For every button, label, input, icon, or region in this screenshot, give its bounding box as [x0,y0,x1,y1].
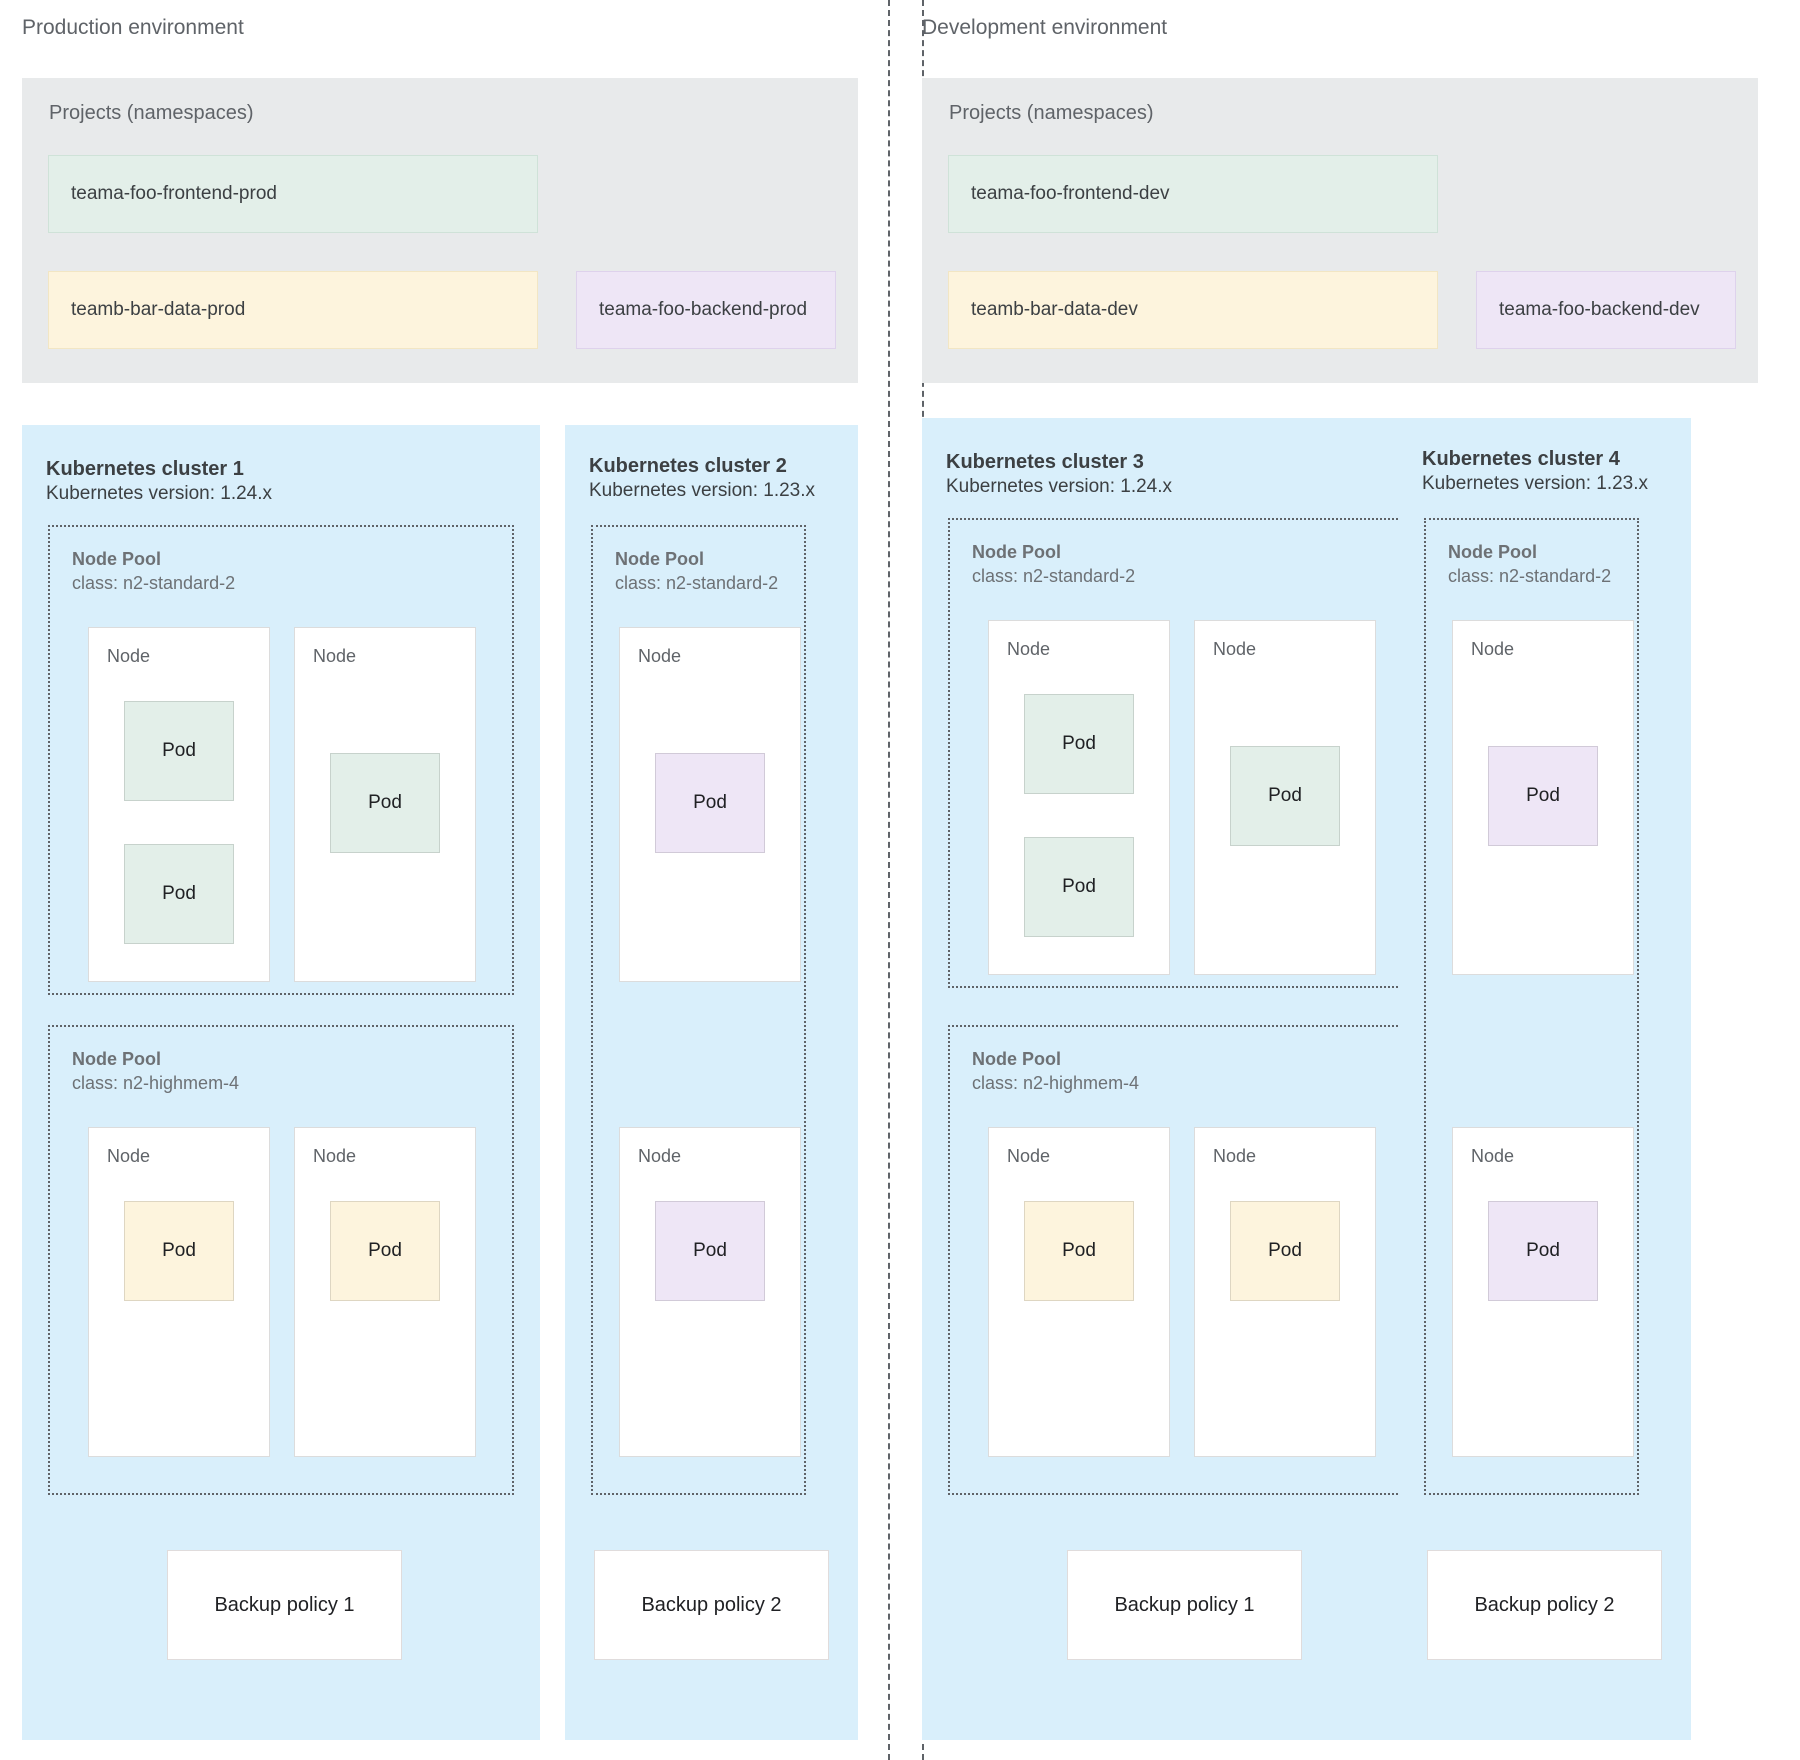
cluster-version: Kubernetes version: 1.24.x [946,476,1173,497]
node-label: Node [107,646,151,666]
pod[interactable]: Pod [1024,694,1134,794]
node-pool-class: class: n2-standard-2 [972,566,1136,586]
node-pool-class: class: n2-standard-2 [615,573,779,593]
node-card[interactable]: Node Pod [294,1127,476,1457]
node-label: Node [313,1146,357,1166]
node-label: Node [1471,639,1515,659]
backup-policy[interactable]: Backup policy 1 [1067,1550,1302,1660]
node-card[interactable]: Node Pod [1194,620,1376,975]
pod[interactable]: Pod [1024,1201,1134,1301]
pod[interactable]: Pod [655,753,765,853]
cluster-title: Kubernetes cluster 1 [46,458,244,480]
node-pool-1[interactable]: Node Pool class: n2-standard-2 Node Pod … [48,525,514,995]
node-card[interactable]: Node Pod [1452,1127,1634,1457]
namespace-row: teama-foo-frontend-prod [48,155,832,233]
namespace-box-backend[interactable]: teama-foo-backend-dev [1476,271,1736,349]
cluster-title: Kubernetes cluster 4 [1422,448,1620,470]
node-card[interactable]: Node Pod [1194,1127,1376,1457]
pod[interactable]: Pod [655,1201,765,1301]
cluster-title: Kubernetes cluster 2 [589,455,787,477]
cluster-2[interactable]: Kubernetes cluster 2 Kubernetes version:… [565,425,858,1740]
node-card[interactable]: Node Pod [619,1127,801,1457]
namespace-box-frontend[interactable]: teama-foo-frontend-prod [48,155,538,233]
node-pool-title: Node Pool [1448,542,1537,562]
pod[interactable]: Pod [124,1201,234,1301]
node-pool-title: Node Pool [72,1049,161,1069]
node-pool-class: class: n2-highmem-4 [972,1073,1140,1093]
backup-policy[interactable]: Backup policy 2 [1427,1550,1662,1660]
node-pool-class: class: n2-standard-2 [1448,566,1612,586]
environment-title: Development environment [922,16,1168,39]
node-pool-title: Node Pool [72,549,161,569]
node-card[interactable]: Node Pod [1452,620,1634,975]
node-pool-class: class: n2-standard-2 [72,573,236,593]
cluster-1[interactable]: Kubernetes cluster 1 Kubernetes version:… [22,425,540,1740]
node-label: Node [638,646,682,666]
cluster-version: Kubernetes version: 1.23.x [589,480,816,501]
pod[interactable]: Pod [1488,1201,1598,1301]
projects-panel: Projects (namespaces) teama-foo-frontend… [22,78,858,383]
node-pool-title: Node Pool [615,549,704,569]
namespace-box-frontend[interactable]: teama-foo-frontend-dev [948,155,1438,233]
cluster-version: Kubernetes version: 1.23.x [1422,473,1649,494]
pod[interactable]: Pod [330,753,440,853]
node-pool-2[interactable]: Node Pool class: n2-highmem-4 Node Pod N… [948,1025,1414,1495]
cluster-version: Kubernetes version: 1.24.x [46,483,273,504]
projects-panel: Projects (namespaces) teama-foo-frontend… [922,78,1758,383]
node-label: Node [1213,639,1257,659]
pod[interactable]: Pod [124,701,234,801]
node-label: Node [1471,1146,1515,1166]
node-pool-title: Node Pool [972,542,1061,562]
node-label: Node [313,646,357,666]
namespace-row: teamb-bar-data-prod teama-foo-backend-pr… [48,271,836,349]
environment-development: Development environment Projects (namesp… [910,0,1800,1760]
node-card[interactable]: Node Pod Pod [988,620,1170,975]
node-label: Node [638,1146,682,1166]
namespace-row: teamb-bar-data-dev teama-foo-backend-dev [948,271,1736,349]
projects-label: Projects (namespaces) [49,102,254,124]
pod[interactable]: Pod [330,1201,440,1301]
environment-divider-left [888,0,890,1760]
node-label: Node [1007,639,1051,659]
pod[interactable]: Pod [1024,837,1134,937]
node-card[interactable]: Node Pod Pod [88,627,270,982]
node-pool-title: Node Pool [972,1049,1061,1069]
namespace-box-data[interactable]: teamb-bar-data-prod [48,271,538,349]
pod[interactable]: Pod [124,844,234,944]
environment-production: Production environment Projects (namespa… [0,0,890,1760]
node-label: Node [1007,1146,1051,1166]
pod[interactable]: Pod [1230,1201,1340,1301]
node-card[interactable]: Node Pod [619,627,801,982]
projects-label: Projects (namespaces) [949,102,1154,124]
cluster-3[interactable]: Kubernetes cluster 3 Kubernetes version:… [922,418,1440,1740]
namespace-row: teama-foo-frontend-dev [948,155,1732,233]
environment-title: Production environment [22,16,244,39]
namespace-box-backend[interactable]: teama-foo-backend-prod [576,271,836,349]
pod[interactable]: Pod [1230,746,1340,846]
node-pool-class: class: n2-highmem-4 [72,1073,240,1093]
node-card[interactable]: Node Pod [988,1127,1170,1457]
node-pool-1[interactable]: Node Pool class: n2-standard-2 Node Pod … [591,525,806,1495]
node-pool-1[interactable]: Node Pool class: n2-standard-2 Node Pod … [948,518,1414,988]
cluster-4[interactable]: Kubernetes cluster 4 Kubernetes version:… [1398,418,1691,1740]
backup-policy[interactable]: Backup policy 1 [167,1550,402,1660]
node-pool-1[interactable]: Node Pool class: n2-standard-2 Node Pod … [1424,518,1639,1495]
namespace-box-data[interactable]: teamb-bar-data-dev [948,271,1438,349]
pod[interactable]: Pod [1488,746,1598,846]
node-pool-2[interactable]: Node Pool class: n2-highmem-4 Node Pod N… [48,1025,514,1495]
node-card[interactable]: Node Pod [88,1127,270,1457]
node-label: Node [1213,1146,1257,1166]
backup-policy[interactable]: Backup policy 2 [594,1550,829,1660]
cluster-title: Kubernetes cluster 3 [946,451,1144,473]
node-card[interactable]: Node Pod [294,627,476,982]
node-label: Node [107,1146,151,1166]
